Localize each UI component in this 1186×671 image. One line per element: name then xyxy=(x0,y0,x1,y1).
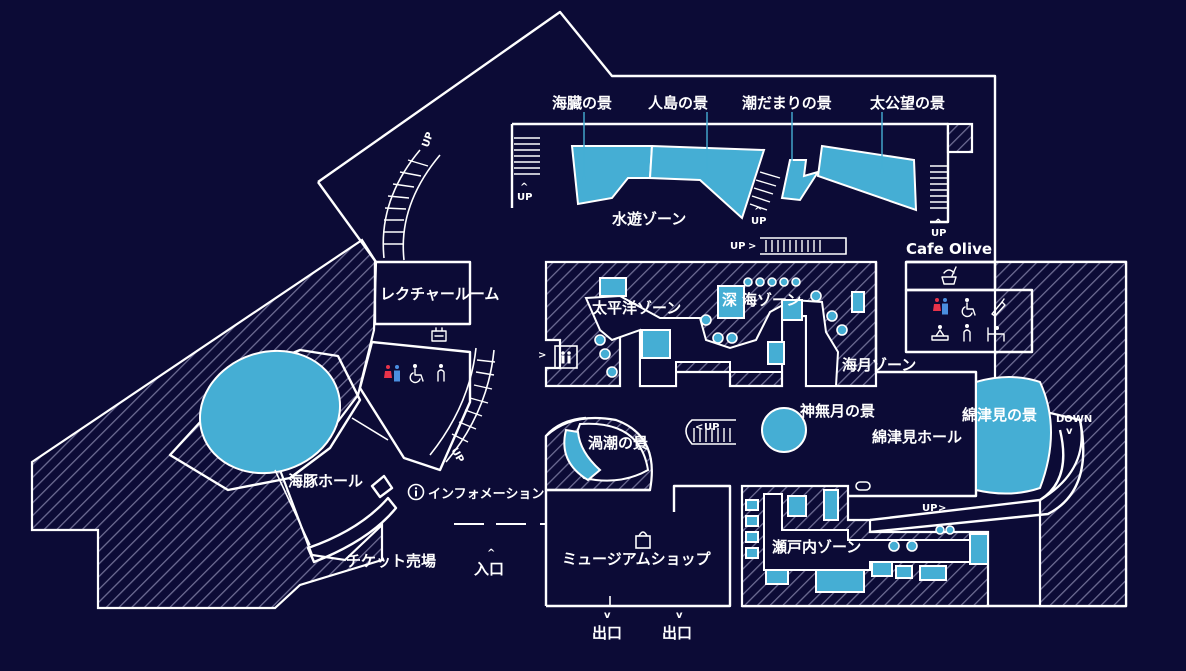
shopping-bag-icon xyxy=(635,531,651,549)
dolphin-hall-label: 海豚ホール xyxy=(288,472,363,490)
exit-label-2[interactable]: 出口 xyxy=(662,624,692,642)
exit-label-1[interactable]: 出口 xyxy=(592,624,622,642)
taiheiyo-tank-a xyxy=(599,277,627,297)
setouchi-zone xyxy=(740,481,990,608)
exit-arrow-1: v xyxy=(604,610,611,621)
setouchi-tank-c xyxy=(815,569,865,593)
cafe-label[interactable]: Cafe Olive xyxy=(906,240,992,258)
setouchi-tank-k xyxy=(745,531,759,543)
setouchi-tank-a xyxy=(787,495,807,517)
up-arrow-3: ^ xyxy=(934,218,942,229)
stair-up-label-sw: UP xyxy=(448,446,465,465)
nursing-room-icon xyxy=(991,298,1006,317)
setouchi-tank-g xyxy=(919,565,947,581)
shinkai-tank-b xyxy=(781,299,803,321)
up-arrow-2: ^ xyxy=(754,206,762,217)
west-wing xyxy=(30,238,389,610)
hitojima-tank xyxy=(648,144,766,220)
elevator-icon[interactable] xyxy=(554,345,578,369)
cafe-icon xyxy=(941,266,957,285)
setouchi-tank-f xyxy=(895,565,913,579)
taiheiyo-zone-label[interactable]: 太平洋ゾーン xyxy=(592,299,681,317)
uzushio-label[interactable]: 渦潮の景 xyxy=(588,434,648,452)
up-label-1: UP xyxy=(517,192,532,203)
locker-icon xyxy=(431,327,447,342)
information-label: インフォメーション xyxy=(428,487,544,502)
central-hall: < UP xyxy=(544,262,1085,606)
shiodamari-tank xyxy=(780,159,821,202)
shiodamari-label[interactable]: 潮だまりの景 xyxy=(742,94,832,112)
up-arrow-1: ^ xyxy=(520,182,528,193)
entrance-label: 入口 xyxy=(474,560,504,578)
down-label: DOWN xyxy=(1056,414,1092,425)
museum-shop-label: ミュージアムショップ xyxy=(562,550,712,568)
baby-care-icon xyxy=(437,364,445,382)
ticket-label: チケット売場 xyxy=(346,552,436,570)
watatsumi-hall-label[interactable]: 綿津見ホール xyxy=(872,428,962,446)
up-arrow-4: > xyxy=(748,241,756,252)
down-arrow: v xyxy=(1066,426,1073,437)
shinkai-tank-c xyxy=(767,341,785,365)
kaigetsu-zone-label[interactable]: 海月ゾーン xyxy=(842,356,916,374)
up-label-6: UP xyxy=(922,503,937,514)
elevator-arrow: > xyxy=(538,350,546,361)
up-label-3: UP xyxy=(931,228,946,239)
ticket-counter xyxy=(306,474,398,564)
taiheiyo-tank-b xyxy=(641,329,671,359)
setouchi-tank-h xyxy=(969,533,989,565)
setouchi-tank-l xyxy=(745,547,759,559)
information-icon[interactable] xyxy=(407,483,425,501)
kaigetsu-tank xyxy=(851,291,865,313)
hitojima-label[interactable]: 人島の景 xyxy=(648,94,708,112)
accessible-icon xyxy=(961,298,976,318)
uzushio-tank xyxy=(563,428,602,482)
up-label-5: UP xyxy=(704,422,719,433)
restroom-icon xyxy=(933,298,948,315)
lecture-room[interactable] xyxy=(373,260,472,326)
nursing-room-icon xyxy=(987,326,1005,342)
stair-up-bar xyxy=(760,237,847,255)
taikobo-tank xyxy=(816,144,918,212)
taikobo-label[interactable]: 太公望の景 xyxy=(870,94,945,112)
watatsumi-label[interactable]: 綿津見の景 xyxy=(962,406,1037,424)
setouchi-tank-e xyxy=(871,561,893,577)
setouchi-tank-j xyxy=(745,515,759,527)
lecture-room-label: レクチャールーム xyxy=(380,285,499,303)
museum-shop[interactable] xyxy=(546,484,732,608)
baby-care-icon xyxy=(963,324,971,342)
watatsumi-tank xyxy=(975,376,1052,495)
up-label-2: UP xyxy=(751,216,766,227)
up-arrow-5: < xyxy=(695,422,703,433)
stair-central xyxy=(685,419,736,445)
suiyu-zone-label[interactable]: 水遊ゾーン xyxy=(612,210,686,228)
kannazuki-label[interactable]: 神無月の景 xyxy=(800,402,875,420)
suiyu-zone xyxy=(510,122,974,224)
up-arrow-6: > xyxy=(938,503,946,514)
setouchi-tank-d xyxy=(765,569,789,585)
shinkai-zone-label-2[interactable]: 海ゾーン xyxy=(742,291,801,309)
shinkai-zone-label-1[interactable]: 深 xyxy=(722,291,737,309)
stair-up-label-nw: UP xyxy=(420,131,436,149)
entrance-arrow: ^ xyxy=(487,548,495,559)
kaiso-label[interactable]: 海臓の景 xyxy=(552,94,612,112)
shinkai-tank-a xyxy=(717,285,745,319)
setouchi-zone-label[interactable]: 瀬戸内ゾーン xyxy=(772,538,861,556)
setouchi-tank-b xyxy=(823,489,839,521)
taiheiyo-block: > xyxy=(538,260,878,388)
up-label-4: UP xyxy=(730,241,745,252)
exit-arrow-2: v xyxy=(676,610,683,621)
setouchi-tank-i xyxy=(745,499,759,511)
restroom-block-west xyxy=(358,327,472,472)
kannazuki-tank xyxy=(761,407,807,453)
dolphin-pool xyxy=(198,349,342,475)
diaper-change-icon xyxy=(931,325,949,341)
accessible-icon xyxy=(409,364,424,384)
north-wedge: UP xyxy=(317,10,997,263)
restroom-icon xyxy=(384,365,400,382)
